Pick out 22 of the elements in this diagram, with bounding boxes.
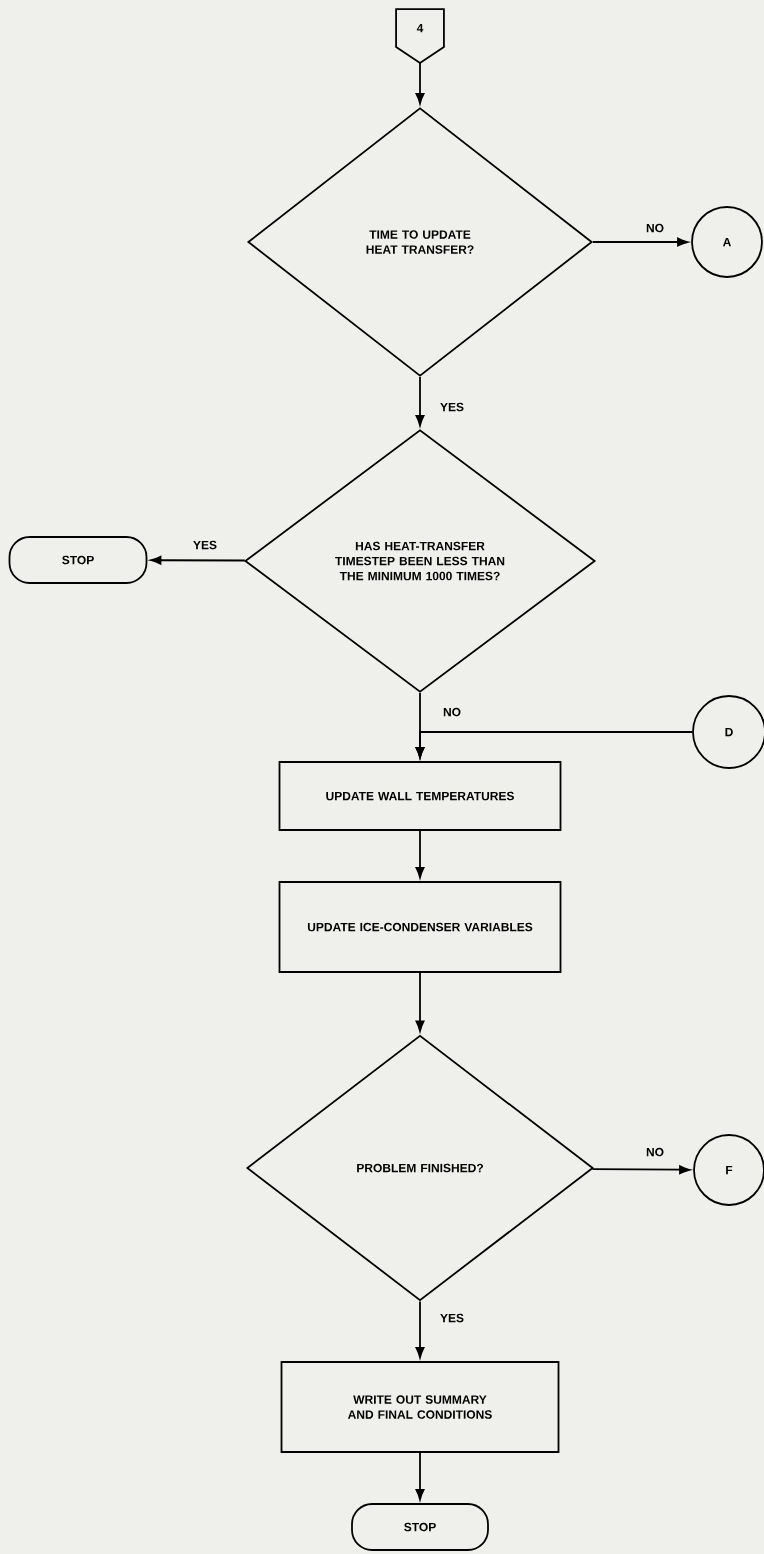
- edge-label: YES: [439, 401, 465, 413]
- arrow: [415, 830, 425, 879]
- terminal-box: STOP: [8, 536, 148, 584]
- arrow: [415, 376, 425, 427]
- process-box: UPDATE ICE-CONDENSER VARIABLES: [278, 881, 562, 973]
- edge-label: NO: [645, 1146, 665, 1158]
- edge-label: NO: [442, 706, 462, 718]
- arrow: [415, 1300, 425, 1359]
- arrow: [415, 972, 425, 1032]
- arrow: [415, 62, 425, 105]
- process-box: WRITE OUT SUMMARY AND FINAL CONDITIONS: [280, 1361, 560, 1453]
- edge-label: NO: [645, 222, 665, 234]
- edge-label: YES: [192, 539, 218, 551]
- arrow: [415, 1452, 425, 1501]
- arrow: [415, 731, 693, 759]
- arrow: [591, 1165, 691, 1175]
- process-box: UPDATE WALL TEMPERATURES: [278, 761, 562, 831]
- arrow: [150, 555, 246, 565]
- edge-label: YES: [439, 1312, 465, 1324]
- off-page-connector: 4: [395, 8, 445, 64]
- terminal-box: STOP: [351, 1503, 489, 1551]
- arrow: [592, 237, 689, 247]
